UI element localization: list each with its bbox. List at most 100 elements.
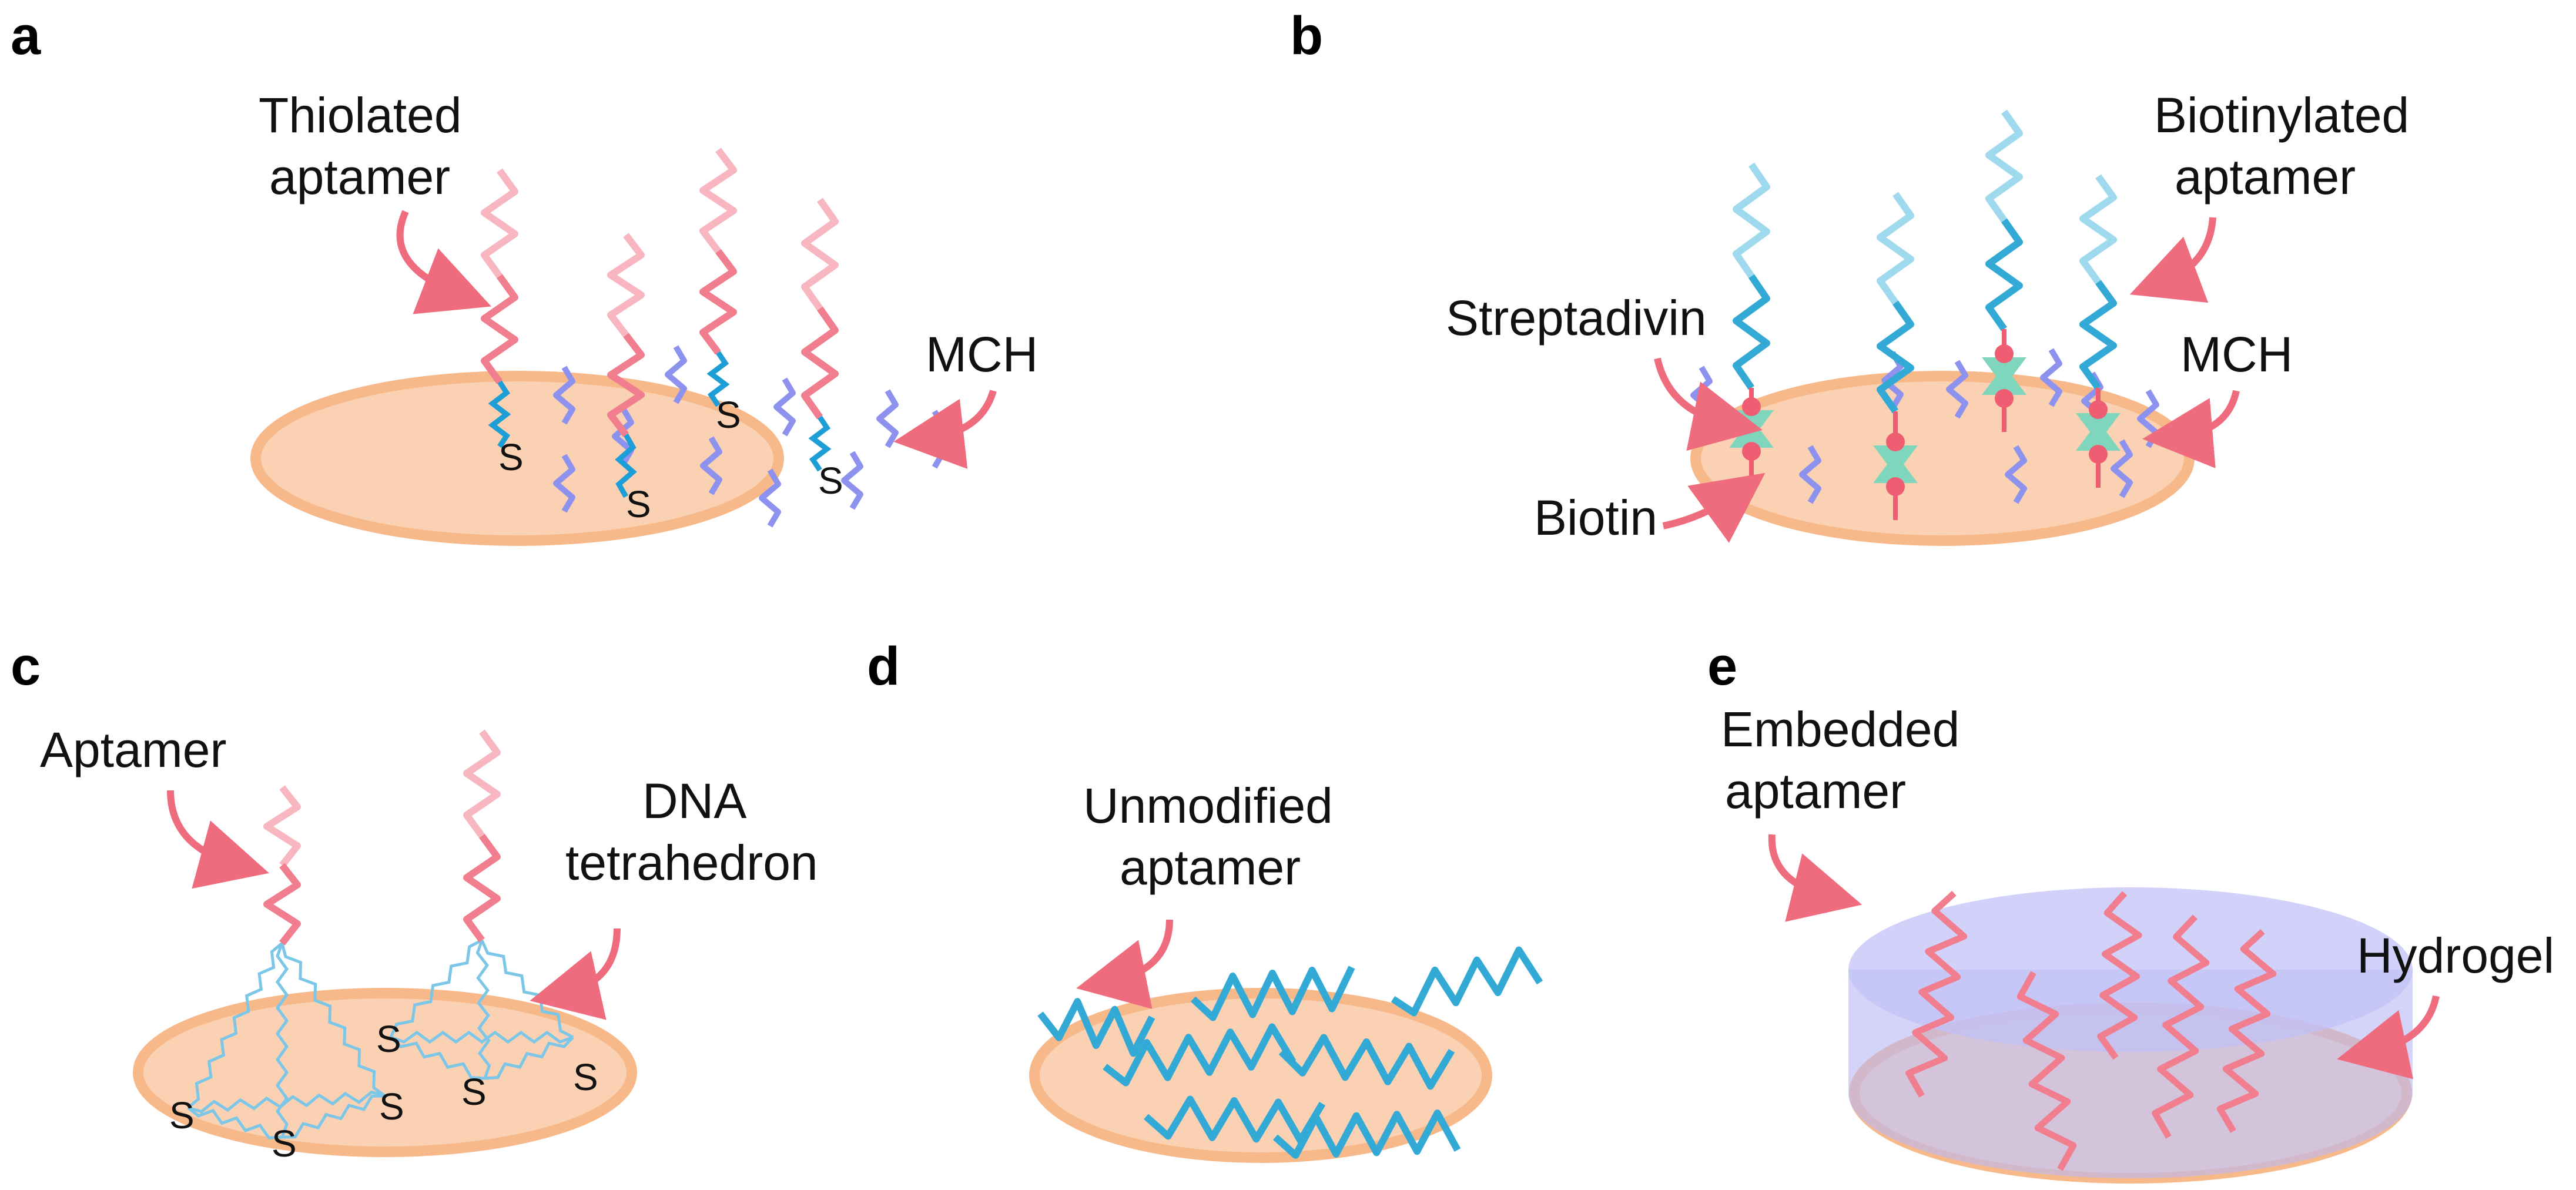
biotinylated-aptamer-lower [1733, 274, 1770, 390]
mch-molecule [876, 389, 899, 448]
aptamers-c [263, 729, 501, 946]
panel-d: d Unmodified aptamer [867, 636, 1543, 1163]
mch-molecule [773, 377, 796, 437]
arrow-streptadivin [1654, 357, 1763, 451]
biotin [2089, 445, 2108, 464]
biotinylated-aptamer-lower [1877, 300, 1914, 414]
unmodified-aptamer [1391, 946, 1543, 1017]
panel-letter-e: e [1707, 636, 1737, 696]
sulfur-labels-c: S S S S S S [169, 1018, 598, 1165]
mch-molecule [2040, 348, 2062, 407]
sulfur-label: S [379, 1085, 404, 1128]
thiolated-aptamer-lower [801, 306, 839, 420]
label-biotin: Biotin [1534, 490, 1657, 545]
aptamer-lower [463, 833, 501, 943]
biotinylated-aptamer-lower [1985, 218, 2023, 331]
surface-b [1690, 371, 2195, 546]
mch-molecule [759, 468, 781, 528]
embedded-aptamers-e [1905, 890, 2277, 1171]
label-aptamer-c: Aptamer [40, 722, 226, 777]
arrow-thiolated [396, 210, 491, 314]
thiolated-aptamers-a [481, 148, 839, 437]
arrow-biotinylated [2129, 217, 2216, 303]
label-biotinylated-aptamer: Biotinylated aptamer [2154, 88, 2423, 205]
panel-letter-a: a [11, 6, 41, 66]
biotinylated-aptamers-b [1733, 109, 2117, 414]
label-dna-tetrahedron: DNA tetrahedron [565, 773, 818, 890]
label-mch-b: MCH [2180, 327, 2293, 382]
tetrahedron-edge [389, 938, 483, 1038]
thiolated-aptamer-lower [607, 333, 645, 437]
mch-molecule [2111, 439, 2133, 498]
thiolated-aptamer-upper [801, 197, 839, 311]
sulfur-label: S [573, 1056, 598, 1098]
biotin [1886, 433, 1905, 451]
unmodified-aptamer [1272, 1109, 1461, 1159]
mch-molecule [841, 451, 863, 510]
embedded-aptamer [2216, 928, 2277, 1133]
unmodified-aptamer [1037, 998, 1155, 1057]
arrow-mch-a [893, 390, 997, 469]
mch-molecule [612, 407, 634, 466]
streptavidin [1873, 445, 1918, 483]
biotinylated-aptamer-lower [2079, 280, 2117, 390]
sulfur-labels-a: S S S S [498, 394, 843, 525]
sulfur-label: S [376, 1018, 401, 1060]
embedded-aptamer [2016, 971, 2077, 1171]
biotinylated-aptamer-upper [1733, 162, 1770, 279]
panel-letter-c: c [11, 636, 41, 696]
biotin [1742, 397, 1761, 416]
sulfur-label: S [461, 1071, 487, 1113]
streptavidin [2076, 413, 2121, 451]
thiolated-aptamer-upper [481, 168, 518, 279]
panel-c: c S S S S S S Aptamer DNA tetrahedron [11, 636, 818, 1165]
tetrahedron-edge [390, 1030, 574, 1044]
panel-e: e Embedded aptamer Hydrogel [1707, 636, 2554, 1184]
mch-molecule [553, 454, 575, 513]
label-thiolated-aptamer: Thiolated aptamer [259, 88, 475, 205]
biotinylated-aptamer-upper [1877, 192, 1914, 305]
label-hydrogel: Hydrogel [2357, 928, 2554, 983]
panel-letter-b: b [1290, 6, 1323, 66]
mch-molecule [1946, 360, 1968, 419]
mch-molecule [665, 345, 687, 404]
streptavidin [1982, 357, 2026, 395]
thiol-linkers-a [488, 351, 832, 498]
arrow-aptamer-c [167, 790, 269, 889]
embedded-aptamer [2097, 891, 2142, 1060]
unmodified-aptamer [1278, 1034, 1455, 1090]
sulfur-label: S [169, 1094, 195, 1137]
tetrahedron-edge [480, 939, 574, 1039]
biotin [1742, 442, 1761, 461]
tetrahedron-edge [484, 1036, 574, 1080]
label-streptadivin: Streptadivin [1446, 290, 1707, 346]
tetrahedron-edge [390, 1036, 485, 1080]
mch-molecule [553, 366, 575, 425]
aptamer-lower [263, 863, 301, 946]
sulfur-label: S [498, 436, 524, 478]
panel-a: a S S S S Thiolated aptamer MCH [11, 6, 1038, 546]
thiolated-aptamer-upper [699, 148, 737, 254]
arrow-mch-b [2142, 390, 2240, 468]
arrow-biotin [1662, 472, 1766, 543]
arrow-hydrogel [2337, 995, 2440, 1080]
label-embedded-aptamer: Embedded aptamer [1721, 702, 1974, 819]
surface-c [133, 988, 637, 1157]
arrow-tetrahedron [530, 928, 621, 1020]
biotin [1886, 477, 1905, 496]
aptamer-upper [263, 785, 301, 868]
sulfur-label: S [272, 1122, 297, 1165]
biotinylated-aptamer-upper [2079, 174, 2117, 284]
thiolated-aptamer-upper [607, 233, 645, 337]
tetrahedron-edge [187, 942, 283, 1109]
sulfur-label: S [626, 483, 651, 525]
unmodified-aptamer [1190, 966, 1355, 1021]
unmodified-aptamer [1144, 1095, 1326, 1144]
biotin [1995, 389, 2014, 408]
tetrahedron-edge [282, 1094, 386, 1139]
sulfur-label: S [818, 460, 843, 502]
embedded-aptamer [1905, 890, 1968, 1098]
mch-molecule [1799, 445, 1821, 504]
thiol-linker [615, 433, 637, 498]
biotin [2089, 400, 2108, 419]
